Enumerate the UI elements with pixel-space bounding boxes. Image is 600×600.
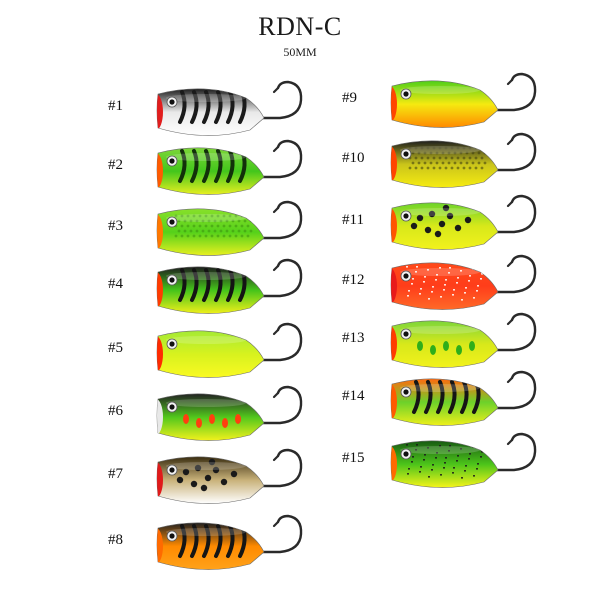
lure-item: #4 bbox=[108, 254, 348, 324]
lure-item: #7 bbox=[108, 444, 348, 514]
lure-image bbox=[390, 370, 537, 426]
lure-label: #1 bbox=[108, 98, 123, 114]
lure-label: #8 bbox=[108, 532, 123, 548]
lure-image bbox=[390, 254, 537, 310]
lure-item: #6 bbox=[108, 381, 348, 451]
lure-image bbox=[156, 448, 303, 504]
lure-label: #13 bbox=[342, 330, 365, 346]
lure-image bbox=[390, 194, 537, 250]
lure-label: #11 bbox=[342, 212, 364, 228]
lure-label: #2 bbox=[108, 157, 123, 173]
lure-label: #3 bbox=[108, 218, 123, 234]
lure-image bbox=[156, 514, 303, 570]
lure-image bbox=[156, 200, 303, 256]
lure-item: #1 bbox=[108, 76, 348, 146]
lure-label: #5 bbox=[108, 340, 123, 356]
lure-label: #12 bbox=[342, 272, 365, 288]
lure-item: #14 bbox=[342, 366, 582, 436]
lure-item: #15 bbox=[342, 428, 582, 498]
lure-image bbox=[390, 432, 537, 488]
lure-item: #5 bbox=[108, 318, 348, 388]
lure-item: #10 bbox=[342, 128, 582, 198]
lure-label: #10 bbox=[342, 150, 365, 166]
lure-label: #7 bbox=[108, 466, 123, 482]
lure-item: #3 bbox=[108, 196, 348, 266]
lure-item: #12 bbox=[342, 250, 582, 320]
lure-item: #8 bbox=[108, 510, 348, 580]
page-title: RDN-C bbox=[258, 12, 342, 41]
lure-image bbox=[390, 312, 537, 368]
lure-image bbox=[390, 72, 537, 128]
lure-label: #9 bbox=[342, 90, 357, 106]
lure-item: #2 bbox=[108, 135, 348, 205]
lure-image bbox=[156, 385, 303, 441]
lure-image bbox=[156, 139, 303, 195]
lure-item: #9 bbox=[342, 68, 582, 138]
size-subtitle: 50MM bbox=[283, 45, 317, 59]
lure-image bbox=[156, 80, 303, 136]
lure-label: #15 bbox=[342, 450, 365, 466]
lure-image bbox=[156, 322, 303, 378]
lure-label: #6 bbox=[108, 403, 123, 419]
lure-image bbox=[156, 258, 303, 314]
lure-label: #4 bbox=[108, 276, 123, 292]
lure-label: #14 bbox=[342, 388, 365, 404]
lure-image bbox=[390, 132, 537, 188]
lure-item: #13 bbox=[342, 308, 582, 378]
lure-item: #11 bbox=[342, 190, 582, 260]
